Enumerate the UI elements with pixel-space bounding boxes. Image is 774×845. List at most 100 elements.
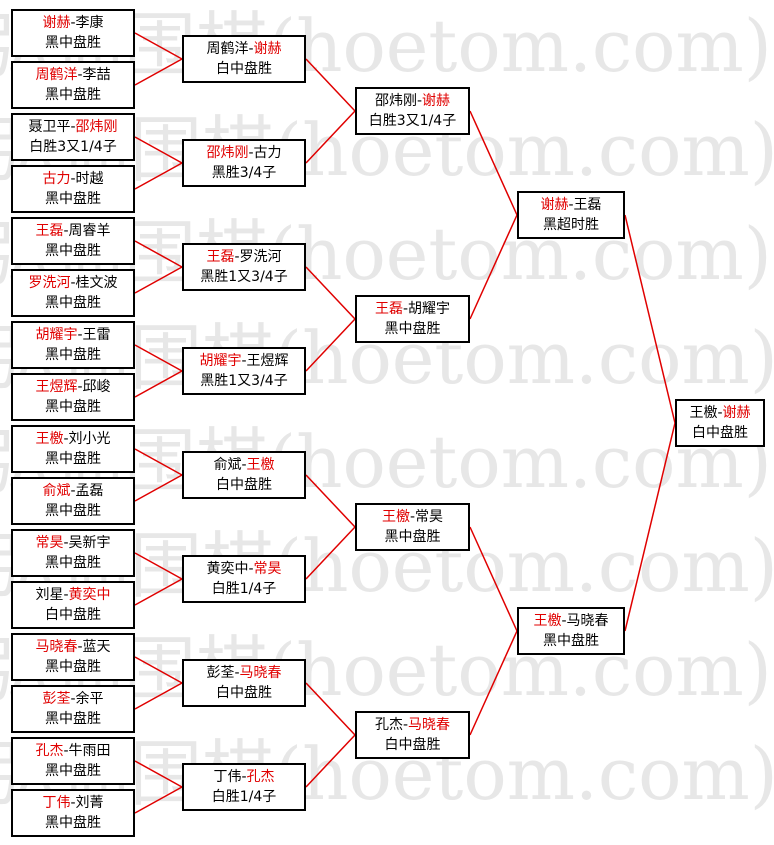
connector-line (305, 474, 356, 528)
player-black: 王檄 (35, 431, 64, 447)
match-result: 黑中盘胜 (45, 555, 101, 571)
player-black: 古力 (42, 171, 71, 187)
player-white: 罗洗河 (239, 249, 282, 265)
connector-line (134, 162, 183, 190)
player-black: 孔杰 (35, 743, 64, 759)
separator: - (70, 691, 76, 707)
match-result: 黑中盘胜 (45, 451, 101, 467)
separator: - (568, 197, 574, 213)
round1-match-14: 彭荃-余平黑中盘胜 (11, 685, 135, 733)
player-white: 李康 (75, 15, 104, 31)
round1-match-3: 聂卫平-邵炜刚白胜3又1/4子 (11, 113, 135, 161)
player-white: 马晓春 (566, 613, 609, 629)
separator: - (63, 535, 69, 551)
player-black: 王磊 (374, 301, 403, 317)
separator: - (70, 275, 76, 291)
player-black: 彭荃 (42, 691, 71, 707)
match-result: 黑中盘胜 (384, 529, 441, 545)
player-white: 牛雨田 (68, 743, 111, 759)
separator: - (241, 769, 247, 785)
player-black: 王煜辉 (35, 379, 78, 395)
player-black: 常昊 (35, 535, 64, 551)
connector-line (305, 526, 356, 580)
separator: - (241, 457, 247, 473)
connector-line (134, 58, 183, 86)
player-black: 丁伟 (42, 795, 71, 811)
connector-line (134, 448, 183, 476)
match-result: 黑中盘胜 (543, 633, 599, 649)
match-players: 周鹤洋-李喆 (35, 65, 110, 85)
separator: - (402, 301, 409, 317)
match-players: 刘星-黄奕中 (35, 585, 110, 605)
match-players: 王檄-马晓春 (533, 611, 608, 631)
match-result: 黑胜1又3/4子 (200, 269, 288, 285)
match-result: 黑中盘胜 (45, 191, 101, 207)
round1-match-4: 古力-时越黑中盘胜 (11, 165, 135, 213)
separator: - (70, 483, 76, 499)
player-white: 古力 (253, 145, 282, 161)
player-black: 刘星 (35, 587, 64, 603)
connector-line (134, 656, 183, 684)
separator: - (63, 223, 69, 239)
connector-line (134, 136, 183, 164)
connector-line (305, 734, 356, 788)
match-result: 黑胜1又3/4子 (200, 373, 288, 389)
round4-match-2: 王檄-马晓春黑中盘胜 (517, 607, 625, 655)
match-players: 王檄-常昊 (382, 507, 443, 527)
match-players: 王磊-胡耀宇 (375, 299, 450, 319)
match-result: 白中盘胜 (216, 61, 272, 77)
connector-line (469, 214, 518, 320)
player-black: 俞斌 (213, 457, 242, 473)
separator: - (70, 795, 76, 811)
match-result: 黑中盘胜 (45, 711, 101, 727)
match-result: 黑中盘胜 (45, 87, 101, 103)
separator: - (77, 379, 83, 395)
match-result: 白中盘胜 (384, 737, 441, 753)
match-result: 黑中盘胜 (45, 399, 101, 415)
connector-line (134, 240, 183, 268)
separator: - (70, 119, 76, 135)
match-result: 白中盘胜 (45, 607, 101, 623)
player-white: 刘菁 (75, 795, 104, 811)
round1-match-13: 马晓春-蓝天黑中盘胜 (11, 633, 135, 681)
player-white: 常昊 (415, 509, 444, 525)
separator: - (402, 717, 409, 733)
round1-match-10: 俞斌-孟磊黑中盘胜 (11, 477, 135, 525)
player-black: 周鹤洋 (206, 41, 249, 57)
connector-line (134, 474, 183, 502)
connector-line (134, 32, 183, 60)
match-players: 孔杰-牛雨田 (35, 741, 110, 761)
player-black: 胡耀宇 (35, 327, 78, 343)
separator: - (561, 613, 567, 629)
player-white: 谢赫 (422, 93, 451, 109)
separator: - (234, 249, 240, 265)
round2-match-8: 丁伟-孔杰白胜1/4子 (182, 763, 306, 811)
round3-match-4: 孔杰-马晓春白中盘胜 (355, 711, 470, 759)
connector-line (305, 266, 356, 320)
connector-line (134, 344, 183, 372)
connector-line (305, 318, 356, 372)
match-players: 胡耀宇-王雷 (35, 325, 110, 345)
player-black: 谢赫 (42, 15, 71, 31)
player-black: 王檄 (533, 613, 562, 629)
match-players: 丁伟-刘菁 (42, 793, 103, 813)
player-black: 邵炜刚 (206, 145, 249, 161)
separator: - (77, 327, 83, 343)
match-result: 白胜3又1/4子 (29, 139, 117, 155)
connector-line (305, 682, 356, 736)
player-white: 孔杰 (246, 769, 275, 785)
round1-match-8: 王煜辉-邱峻黑中盘胜 (11, 373, 135, 421)
match-players: 常昊-吴新宇 (35, 533, 110, 553)
match-players: 马晓春-蓝天 (35, 637, 110, 657)
match-result: 黑中盘胜 (384, 321, 441, 337)
separator: - (416, 93, 423, 109)
match-players: 王檄-刘小光 (35, 429, 110, 449)
player-black: 黄奕中 (206, 561, 249, 577)
player-white: 王檄 (246, 457, 275, 473)
round3-match-2: 王磊-胡耀宇黑中盘胜 (355, 295, 470, 343)
player-white: 胡耀宇 (408, 301, 451, 317)
round1-match-1: 谢赫-李康黑中盘胜 (11, 9, 135, 57)
match-result: 黑中盘胜 (45, 815, 101, 831)
round1-match-11: 常昊-吴新宇黑中盘胜 (11, 529, 135, 577)
match-players: 王磊-罗洗河 (206, 247, 281, 267)
